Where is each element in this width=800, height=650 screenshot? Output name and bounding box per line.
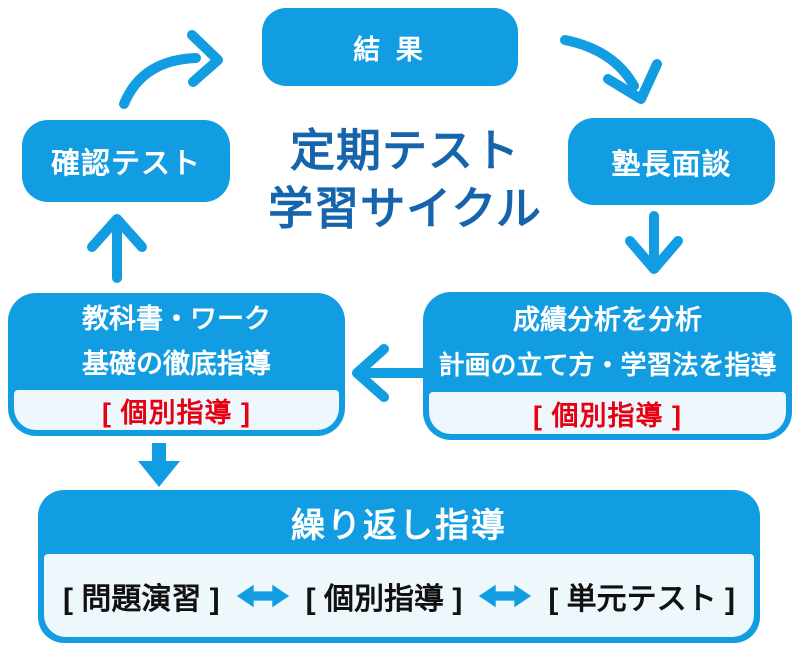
textbook-work-text: 教科書・ワーク 基礎の徹底指導 <box>8 293 345 387</box>
grade-analysis-tag-area: [ 個別指導 ] <box>429 392 786 434</box>
diagram-title-line2: 学習サイクル <box>268 182 542 234</box>
check-test-label: 確認テスト <box>50 148 201 180</box>
diagram-title: 定期テスト 学習サイクル <box>245 122 565 237</box>
textbook-work-node: 教科書・ワーク 基礎の徹底指導 [ 個別指導 ] <box>8 293 345 436</box>
check-test-node: 確認テスト <box>22 120 230 202</box>
arrow-up-icon <box>87 214 147 283</box>
double-arrow-icon <box>236 584 289 607</box>
arrow-down-filled-icon <box>138 443 180 487</box>
textbook-work-tag: [ 個別指導 ] <box>102 397 251 428</box>
principal-meeting-label: 塾長面談 <box>611 148 732 181</box>
result-label: 結 果 <box>353 34 427 65</box>
textbook-work-line1: 教科書・ワーク <box>82 304 271 334</box>
result-node: 結 果 <box>262 8 518 86</box>
grade-analysis-line2: 計画の立て方・学習法を指導 <box>438 350 777 380</box>
arrow-down-icon <box>625 211 683 274</box>
individual-guidance-item: [ 個別指導 ] <box>305 582 463 616</box>
curved-arrow-up-right-icon <box>119 30 223 109</box>
repeat-guidance-node: 繰り返し指導 [ 問題演習 ] [ 個別指導 ] [ 単元テスト ] <box>38 490 760 643</box>
textbook-work-line2: 基礎の徹底指導 <box>82 349 271 379</box>
arrow-left-icon <box>352 344 429 402</box>
repeat-guidance-body: [ 問題演習 ] [ 個別指導 ] [ 単元テスト ] <box>44 554 754 637</box>
principal-meeting-node: 塾長面談 <box>568 118 775 205</box>
grade-analysis-node: 成績分析を分析 計画の立て方・学習法を指導 [ 個別指導 ] <box>423 292 792 440</box>
repeat-guidance-header: 繰り返し指導 <box>291 506 507 545</box>
unit-test-item: [ 単元テスト ] <box>548 582 735 616</box>
textbook-work-tag-area: [ 個別指導 ] <box>14 390 339 430</box>
curved-arrow-down-right-icon <box>560 35 662 104</box>
grade-analysis-text: 成績分析を分析 計画の立て方・学習法を指導 <box>423 292 792 390</box>
grade-analysis-line1: 成績分析を分析 <box>513 305 702 335</box>
grade-analysis-tag: [ 個別指導 ] <box>533 400 682 431</box>
diagram-title-line1: 定期テスト <box>289 125 520 176</box>
double-arrow-icon <box>479 584 532 607</box>
practice-item: [ 問題演習 ] <box>63 582 220 616</box>
repeat-guidance-row: [ 問題演習 ] [ 個別指導 ] [ 単元テスト ] <box>44 574 754 618</box>
